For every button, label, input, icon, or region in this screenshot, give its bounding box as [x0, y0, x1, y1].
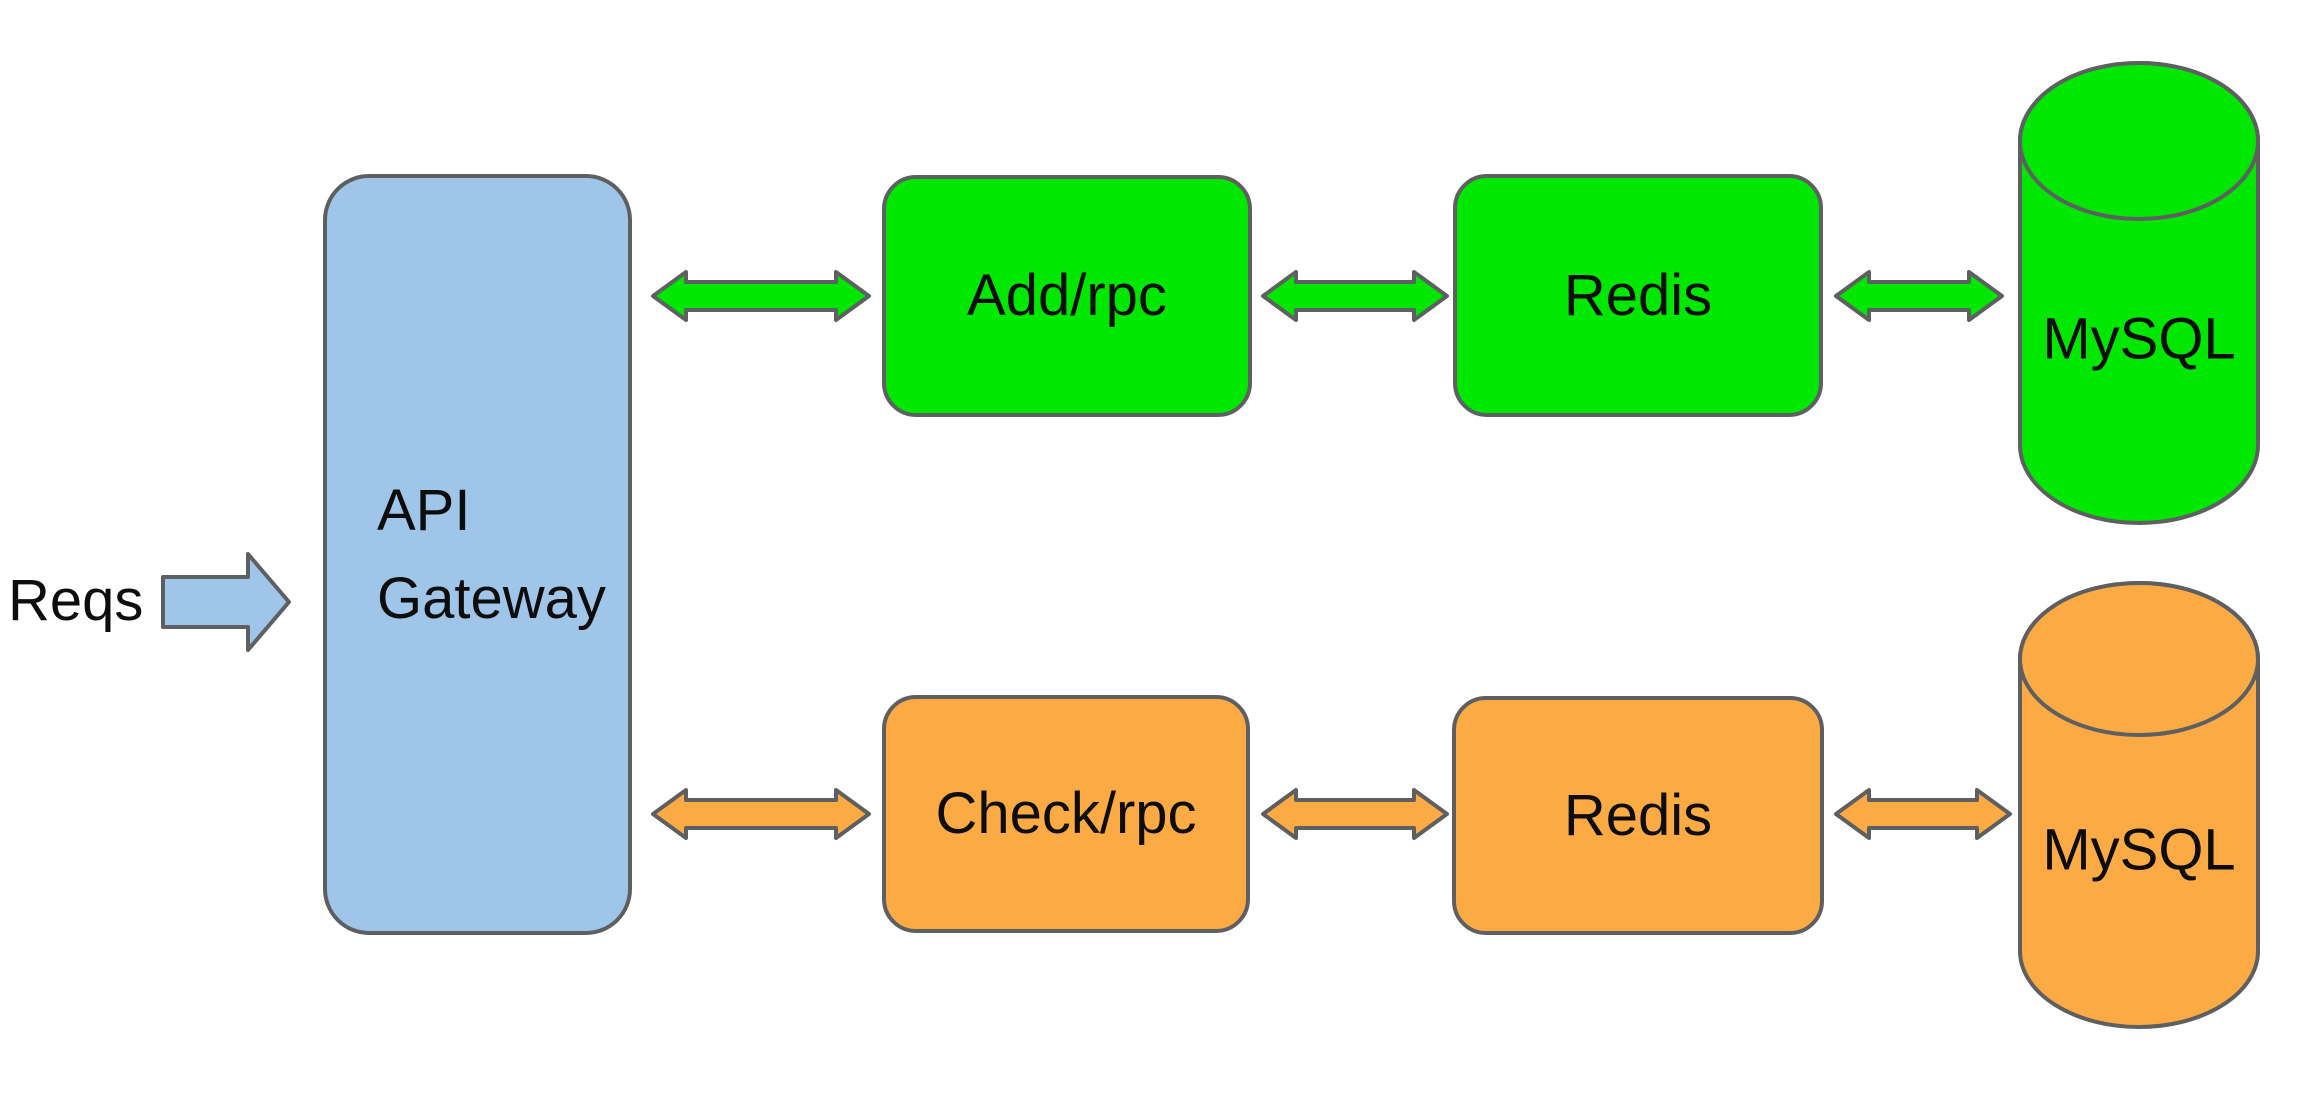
check-rpc-label: Check/rpc — [935, 781, 1197, 847]
api-gateway-label-line1: API — [377, 477, 471, 543]
requests-label: Reqs — [8, 568, 144, 633]
redis-top-label: Redis — [1563, 262, 1713, 328]
api-gateway-label-line2: Gateway — [377, 565, 606, 631]
mysql-bottom-label: MySQL — [2042, 817, 2236, 883]
add-rpc-label: Add/rpc — [967, 263, 1167, 329]
redis-bottom-label: Redis — [1563, 782, 1713, 848]
addrpc-redis-arrow-icon — [1260, 268, 1450, 324]
redis-bottom-box: Redis — [1452, 696, 1824, 935]
redis-mysql-bottom-arrow-icon — [1833, 786, 2013, 842]
mysql-top-label: MySQL — [2042, 306, 2236, 372]
redis-top-box: Redis — [1453, 174, 1823, 417]
api-gateway-label: API Gateway — [327, 178, 628, 931]
requests-arrow-icon — [160, 551, 292, 653]
gateway-addrpc-arrow-icon — [650, 268, 872, 324]
check-rpc-box: Check/rpc — [882, 695, 1250, 933]
checkrpc-redis-arrow-icon — [1260, 786, 1450, 842]
mysql-top-cylinder: MySQL — [2018, 61, 2260, 525]
mysql-bottom-cylinder: MySQL — [2018, 581, 2260, 1029]
redis-mysql-top-arrow-icon — [1833, 268, 2005, 324]
add-rpc-box: Add/rpc — [882, 175, 1252, 417]
api-gateway-box: API Gateway — [323, 174, 632, 935]
gateway-checkrpc-arrow-icon — [650, 786, 872, 842]
